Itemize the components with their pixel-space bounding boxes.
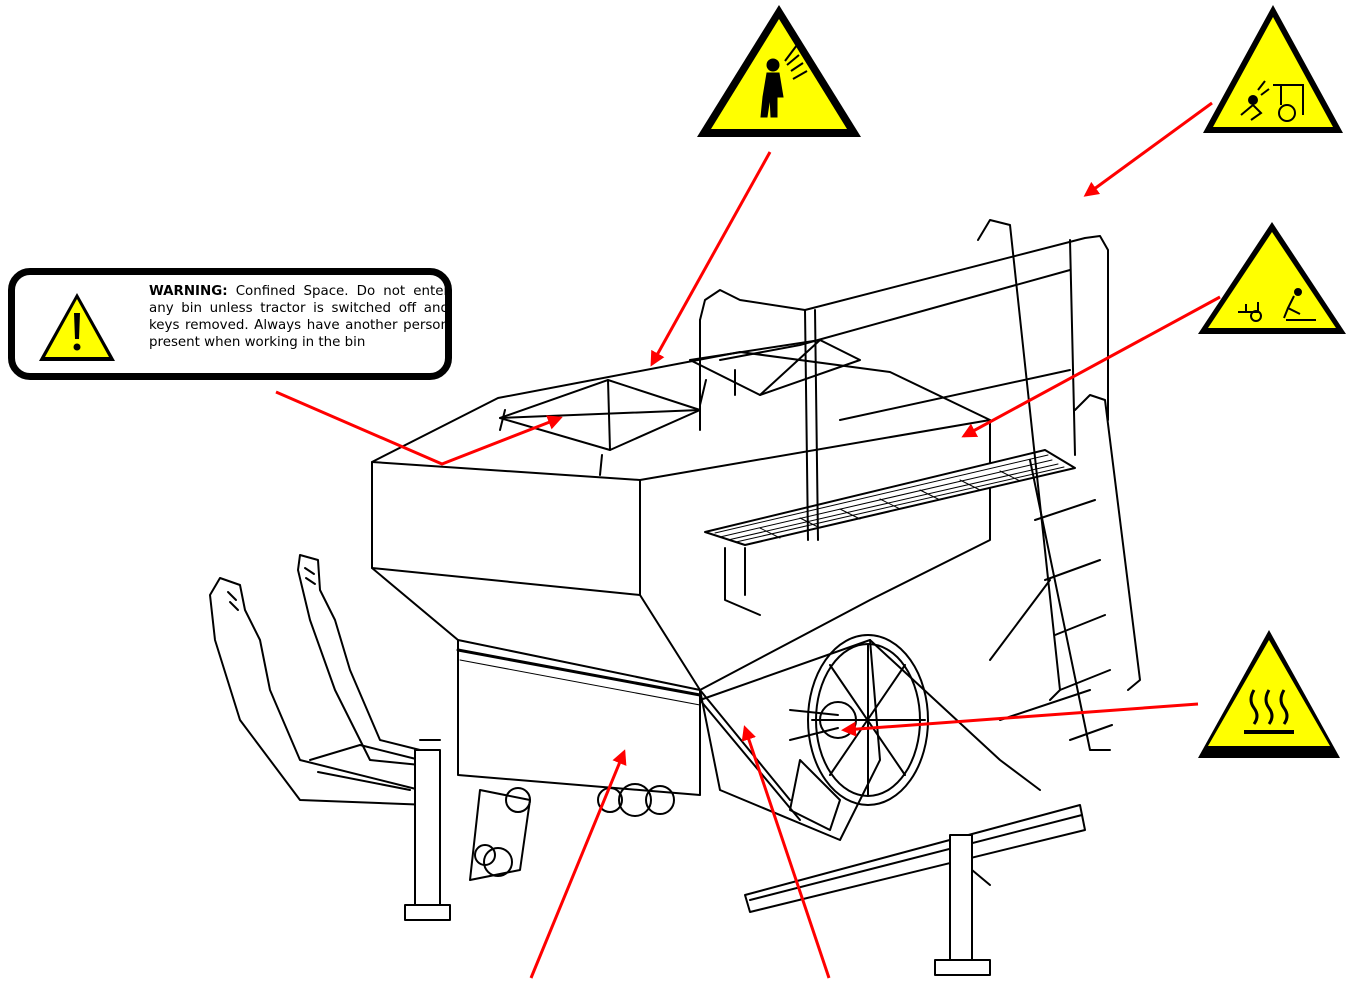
fall-hazard-icon [1238, 288, 1316, 322]
warning-text: WARNING: Confined Space. Do not enter an… [149, 283, 449, 351]
arrow-confined-space [275, 390, 563, 466]
warning-heading: WARNING: [149, 284, 228, 299]
thrown-object-hazard-icon [760, 44, 808, 118]
walkway-platform [699, 235, 1109, 616]
arrow-hot-surface [841, 702, 1199, 737]
thrown-object-hazard-sign [697, 5, 861, 137]
arrow-run-over [1083, 101, 1213, 197]
arrow-bottom-left [529, 749, 627, 979]
hot-surface-footer-middle: 001-2200642 [1256, 752, 1276, 756]
hopper-body [371, 339, 991, 796]
ladder [977, 219, 1141, 751]
confined-space-warning-callout: WARNING: Confined Space. Do not enter an… [8, 268, 452, 380]
callout-arrows [275, 101, 1221, 979]
hitch-frame [209, 554, 431, 806]
hot-surface-icon [1244, 689, 1294, 734]
run-over-hazard-icon [1240, 80, 1304, 122]
fall-hazard-sign [1198, 222, 1346, 334]
arrow-fall [961, 295, 1221, 438]
fan-assembly [789, 634, 929, 831]
air-cart-drawing [209, 219, 1141, 976]
support-frame [404, 639, 1086, 976]
hot-surface-footer-right: No. 0505150 [1300, 752, 1319, 756]
exclamation-warning-icon [39, 293, 115, 361]
run-over-hazard-sign [1203, 5, 1343, 133]
hot-surface-sign: S.SCL.COM 001-2200642 No. 0505150 [1198, 630, 1340, 758]
warning-body: Confined Space. Do not enter any bin unl… [149, 284, 449, 350]
arrow-bottom-right [741, 725, 831, 979]
arrow-thrown-object [650, 151, 772, 367]
hot-surface-footer-left: S.SCL.COM [1210, 752, 1227, 756]
